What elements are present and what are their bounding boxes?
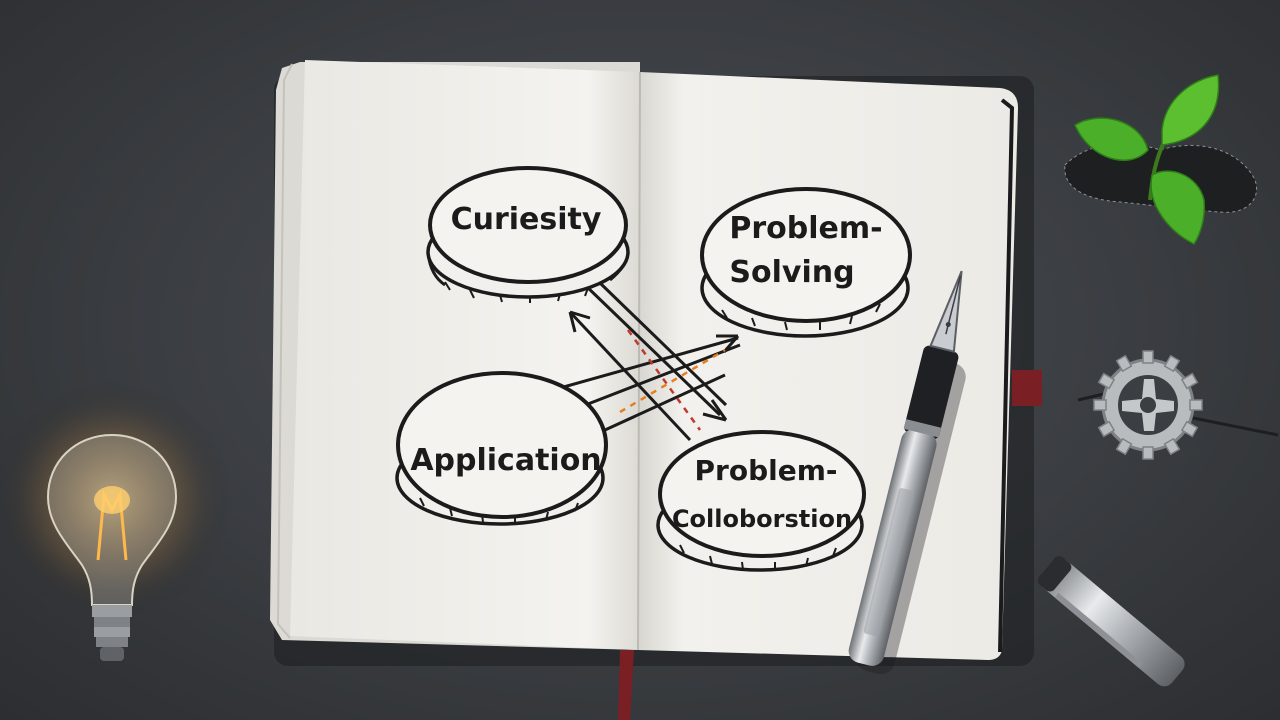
left-page: [290, 60, 640, 650]
gear-icon: [1077, 350, 1279, 460]
node-problem-solving-label-2: Solving: [729, 255, 854, 290]
fountain-pen-icon: [848, 270, 966, 675]
node-curiosity: Curiesity: [426, 166, 630, 303]
light-bulb-icon: [0, 380, 232, 661]
node-problem-solving-label-1: Problem-: [729, 211, 882, 246]
pen-cap-icon: [1037, 556, 1185, 687]
plant-sprout-icon: [1064, 74, 1257, 245]
node-application: Application: [395, 371, 608, 526]
node-problem-solving: Problem- Solving: [700, 187, 912, 338]
node-problem-collaboration-label-2: Colloborstion: [672, 505, 852, 533]
node-curiosity-label: Curiesity: [451, 202, 602, 237]
right-page: [638, 72, 1018, 660]
node-problem-collaboration-label-1: Problem-: [695, 454, 838, 487]
node-application-label: Application: [410, 443, 601, 478]
connection-arrows: [559, 281, 741, 442]
bookmark-ribbon-icon: [618, 650, 634, 720]
connection-accents: [619, 329, 726, 431]
node-problem-collaboration: Problem- Colloborstion: [656, 430, 866, 572]
